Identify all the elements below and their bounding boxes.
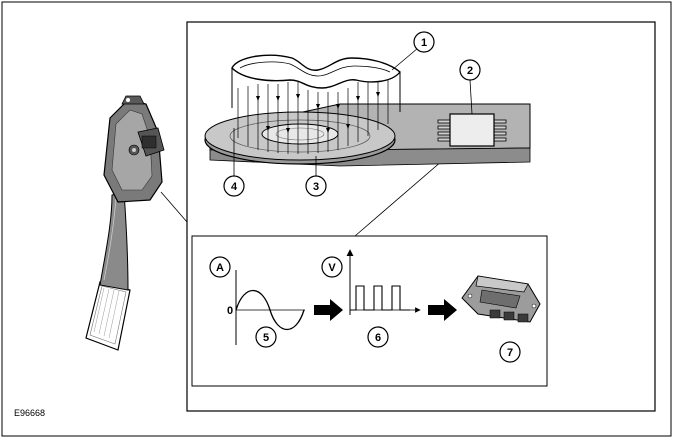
callout-7-label: 7 bbox=[507, 347, 513, 359]
hall-sensor-chip-icon bbox=[437, 113, 507, 147]
magnetic-field-lines bbox=[237, 78, 389, 154]
callout-a-label: A bbox=[216, 262, 224, 274]
arrow-right-icon bbox=[314, 299, 343, 321]
analog-signal-graph: A 0 bbox=[209, 256, 305, 345]
magnet-crown-icon bbox=[231, 54, 401, 112]
callout-1-label: 1 bbox=[421, 37, 427, 49]
callout-7: 7 bbox=[499, 341, 521, 363]
pedal-leader-line bbox=[160, 191, 188, 223]
digital-signal-graph: V bbox=[321, 249, 421, 315]
callout-1-leader bbox=[391, 47, 419, 71]
callout-4: 4 bbox=[223, 175, 245, 197]
callout-2-leader bbox=[469, 79, 473, 115]
accelerator-pedal-icon bbox=[85, 95, 165, 351]
callout-5: 5 bbox=[255, 326, 277, 348]
figure-reference-id: E96668 bbox=[14, 408, 45, 418]
callout-1: 1 bbox=[413, 31, 435, 53]
callout-3: 3 bbox=[305, 175, 327, 197]
callout-4-label: 4 bbox=[231, 181, 238, 193]
callout-6-label: 6 bbox=[375, 332, 381, 344]
ecm-module-icon bbox=[461, 275, 541, 323]
callout-v-label: V bbox=[328, 262, 336, 274]
arrow-right-icon-2 bbox=[428, 299, 457, 321]
callout-2-label: 2 bbox=[467, 65, 473, 77]
callout-2: 2 bbox=[459, 59, 481, 81]
callout-6: 6 bbox=[367, 326, 389, 348]
magnet-ring-icon bbox=[261, 123, 339, 145]
field-arrow-marks bbox=[256, 92, 380, 133]
callout-5-label: 5 bbox=[263, 332, 269, 344]
axis-zero-label: 0 bbox=[227, 305, 233, 317]
callout-3-label: 3 bbox=[313, 181, 319, 193]
